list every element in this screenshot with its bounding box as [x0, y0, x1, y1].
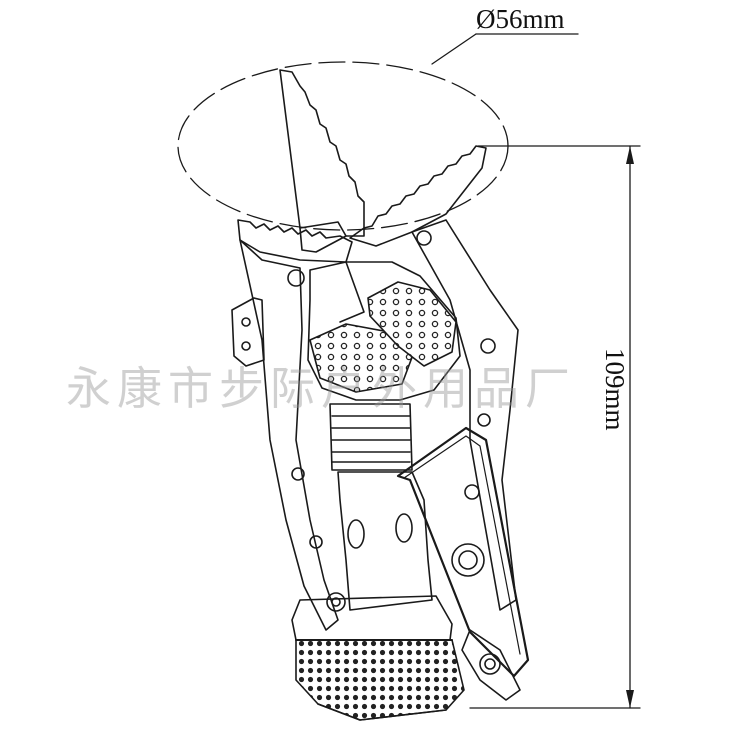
valve-stem — [461, 629, 521, 701]
burner-body — [337, 471, 433, 611]
air-hole-2 — [395, 513, 413, 543]
pot-support-arm-top — [279, 69, 365, 253]
burner-head-right — [367, 281, 457, 367]
side-bracket — [231, 297, 265, 367]
leg-left-hole-1 — [287, 269, 305, 287]
burner-head-left — [309, 323, 415, 393]
burner-neck — [329, 403, 413, 471]
burner-neck-rings — [331, 415, 411, 463]
diameter-dimension-label: Ø56mm — [476, 4, 565, 34]
air-hole-1 — [347, 519, 365, 549]
height-arrow-top — [626, 146, 634, 164]
base-collar — [291, 595, 453, 641]
height-arrow-bottom — [626, 690, 634, 708]
leg-left-hole-4 — [326, 592, 346, 612]
leg-right-hole-4 — [464, 484, 480, 500]
pot-support-arm-right — [349, 145, 487, 247]
leg-right-hole-1 — [416, 230, 432, 246]
leg-left — [239, 239, 339, 631]
wire-handle — [396, 426, 530, 678]
leg-left-hole-3 — [309, 535, 323, 549]
leg-right-hole-2 — [480, 338, 496, 354]
burner-cap-outline — [307, 261, 461, 401]
leg-left-hole-2 — [291, 467, 305, 481]
diameter-leader-line — [431, 33, 477, 65]
pot-support-arm-left — [237, 219, 353, 263]
height-dimension-label: 109mm — [600, 348, 630, 431]
leg-right-hole-3 — [477, 413, 491, 427]
valve-knob — [451, 543, 485, 577]
knurled-connector — [295, 639, 465, 721]
pot-diameter-ellipse — [177, 61, 509, 231]
